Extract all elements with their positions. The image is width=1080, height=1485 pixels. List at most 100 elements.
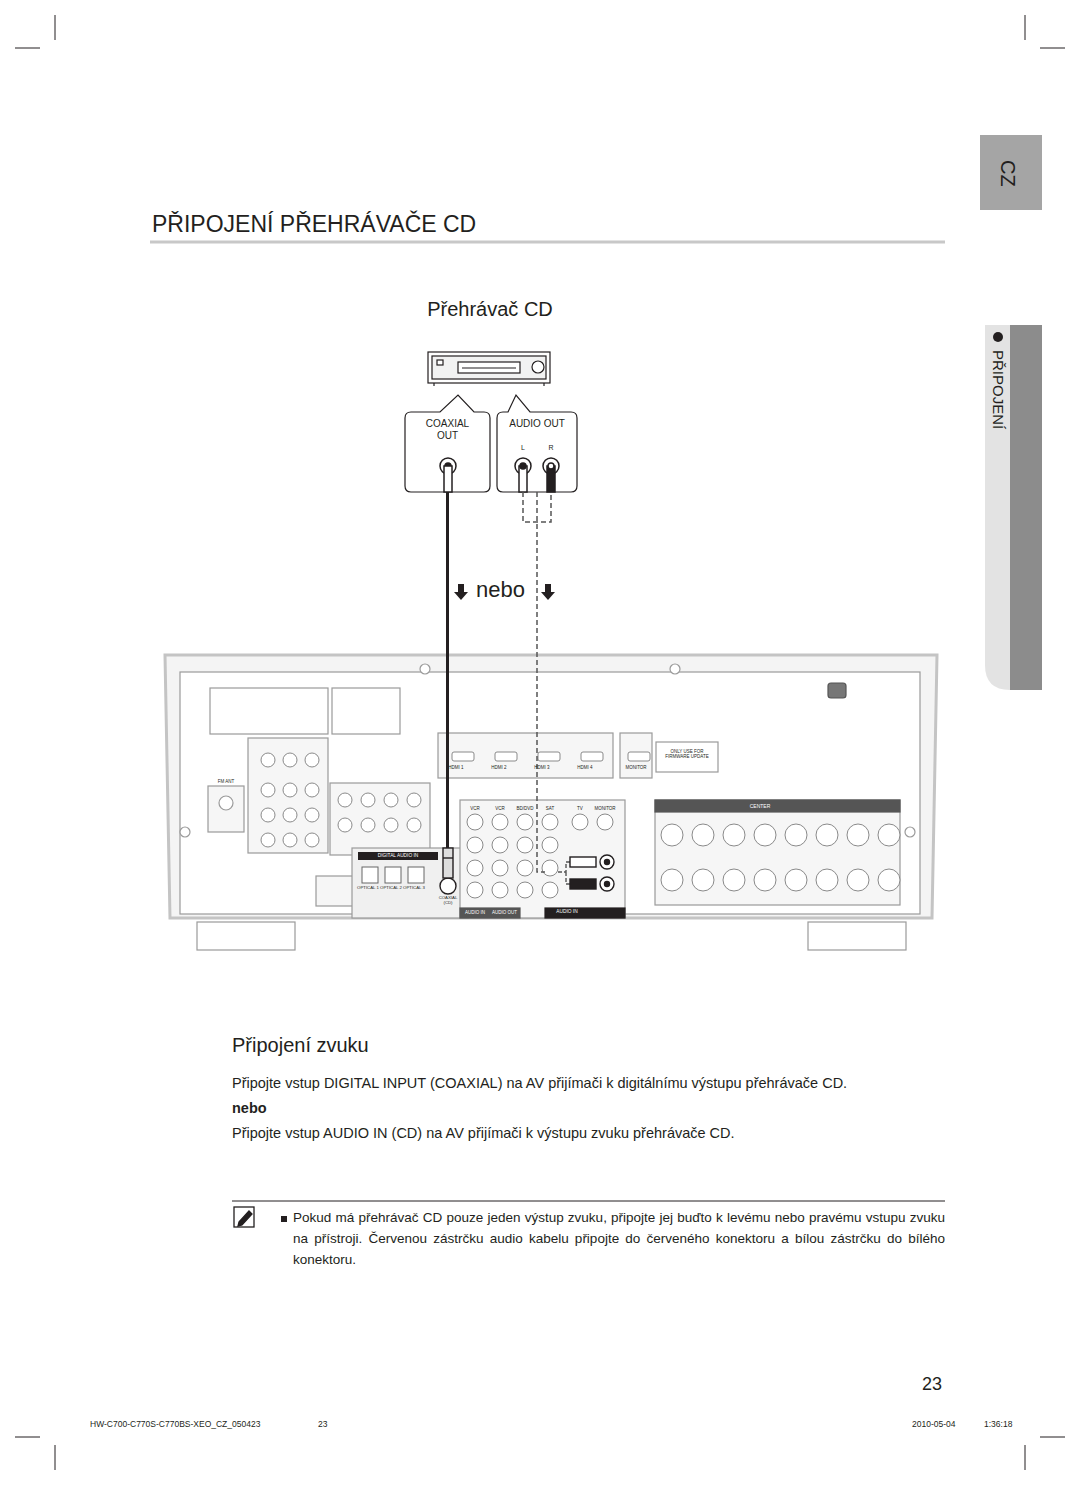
receiver-rear-panel-part bbox=[248, 738, 328, 853]
crop-marks-part bbox=[55, 15, 56, 40]
port-label: VCR bbox=[486, 806, 514, 811]
receiver-rear-panel-part bbox=[656, 742, 718, 772]
footer-time: 1:36:18 bbox=[984, 1419, 1012, 1429]
section-tab bbox=[985, 325, 1042, 690]
port-label: AUDIO OUT bbox=[490, 910, 519, 915]
jack bbox=[754, 824, 776, 846]
section-tab-part bbox=[985, 325, 1042, 690]
jack bbox=[261, 833, 275, 847]
jack bbox=[542, 814, 558, 830]
player-jacks-part bbox=[548, 463, 554, 469]
node-sublabel: OPTICAL 1 bbox=[356, 886, 380, 891]
jack bbox=[754, 869, 776, 891]
jack bbox=[467, 837, 483, 853]
section-tab-label: PŘIPOJENÍ bbox=[989, 350, 1007, 429]
node-label: AUDIO IN bbox=[547, 909, 587, 915]
receiver-rear-panel-part bbox=[420, 664, 430, 674]
node-sublabel: OPTICAL 3 bbox=[402, 886, 426, 891]
receiver-rear-panel-part bbox=[545, 908, 625, 918]
jack bbox=[384, 818, 398, 832]
crop-marks-part bbox=[1025, 1445, 1026, 1470]
hdmi-port bbox=[538, 752, 560, 761]
receiver-rear-panel-part bbox=[197, 922, 295, 950]
node-sublabel: OPTICAL 2 bbox=[379, 886, 403, 891]
receiver-rear-panel-part bbox=[219, 796, 233, 810]
jack bbox=[492, 837, 508, 853]
audio-cable bbox=[537, 492, 545, 872]
player-jacks bbox=[440, 458, 559, 492]
port-label: MONITOR bbox=[621, 765, 651, 770]
receiver-rear-panel-part bbox=[352, 848, 468, 918]
receiver-rear-panel-part bbox=[808, 922, 906, 950]
callout-bubbles-part bbox=[405, 395, 490, 492]
jack bbox=[692, 869, 714, 891]
footer-file: HW-C700-C770S-C770BS-XEO_CZ_050423 bbox=[90, 1419, 260, 1429]
jack bbox=[847, 869, 869, 891]
jack bbox=[492, 814, 508, 830]
instruction: Připojte vstup DIGITAL INPUT (COAXIAL) n… bbox=[232, 1075, 952, 1092]
jack bbox=[517, 814, 533, 830]
jack bbox=[597, 814, 613, 830]
crop-marks-part bbox=[55, 1445, 56, 1470]
receiver-rear-panel-part bbox=[460, 908, 520, 918]
instruction: Připojte vstup AUDIO IN (CD) na AV přijí… bbox=[232, 1125, 952, 1142]
jack bbox=[305, 783, 319, 797]
note-icon-part bbox=[234, 1207, 254, 1227]
receiver-rear-panel-part bbox=[620, 733, 652, 778]
receiver-rear-panel-part bbox=[438, 733, 613, 778]
or-label: nebo bbox=[476, 577, 525, 603]
cd-player-part bbox=[462, 367, 516, 368]
receiver-rear-panel-part bbox=[670, 664, 680, 674]
jack bbox=[517, 837, 533, 853]
jack bbox=[467, 860, 483, 876]
port-label: FM ANT bbox=[209, 779, 243, 784]
jack bbox=[305, 833, 319, 847]
jack bbox=[816, 824, 838, 846]
input-panel: AUDIO IN bbox=[545, 850, 625, 918]
jack bbox=[407, 793, 421, 807]
receiver-connectors bbox=[261, 752, 900, 898]
jack bbox=[517, 860, 533, 876]
or-label: nebo bbox=[232, 1100, 267, 1117]
player-jacks-part bbox=[520, 463, 526, 469]
optical-jacks bbox=[362, 867, 424, 883]
hdmi-port bbox=[628, 752, 650, 761]
jack bbox=[261, 753, 275, 767]
node-label: COAXIAL OUT bbox=[417, 418, 478, 441]
language-tab bbox=[980, 135, 1042, 210]
port-label: MONITOR bbox=[590, 806, 620, 811]
receiver-rear-panel-part bbox=[655, 800, 900, 905]
audio-plugs-part bbox=[600, 877, 614, 891]
optical-jacks-part bbox=[408, 867, 424, 883]
hdmi-port bbox=[495, 752, 517, 761]
down-arrows-part bbox=[454, 584, 468, 600]
jack bbox=[361, 793, 375, 807]
node-label: Přehrávač CD bbox=[420, 298, 560, 321]
node-label: DIGITAL AUDIO IN bbox=[358, 852, 438, 860]
jack bbox=[847, 824, 869, 846]
hdmi-port bbox=[452, 752, 474, 761]
receiver-rear-panel-part bbox=[330, 783, 430, 855]
jack bbox=[492, 882, 508, 898]
subheading: Připojení zvuku bbox=[232, 1033, 369, 1057]
jack bbox=[492, 860, 508, 876]
receiver-rear-panel-part bbox=[165, 655, 937, 918]
jack bbox=[361, 818, 375, 832]
jack bbox=[878, 824, 900, 846]
port-label: HDMI 1 bbox=[441, 765, 471, 770]
jack bbox=[283, 753, 297, 767]
coaxial-cable bbox=[446, 492, 449, 848]
jack bbox=[785, 869, 807, 891]
cd-player-part bbox=[543, 383, 544, 386]
cd-player-part bbox=[432, 356, 546, 379]
down-arrows-part bbox=[541, 584, 555, 600]
jack bbox=[467, 882, 483, 898]
jack bbox=[338, 793, 352, 807]
jack bbox=[661, 869, 683, 891]
note-icon-part bbox=[232, 1201, 945, 1202]
node-label: AUDIO OUT bbox=[507, 418, 567, 430]
callout-bubbles bbox=[405, 395, 577, 492]
cd-player-part bbox=[532, 361, 544, 373]
port-label: HDMI 3 bbox=[527, 765, 557, 770]
audio-plugs-part bbox=[570, 857, 596, 867]
